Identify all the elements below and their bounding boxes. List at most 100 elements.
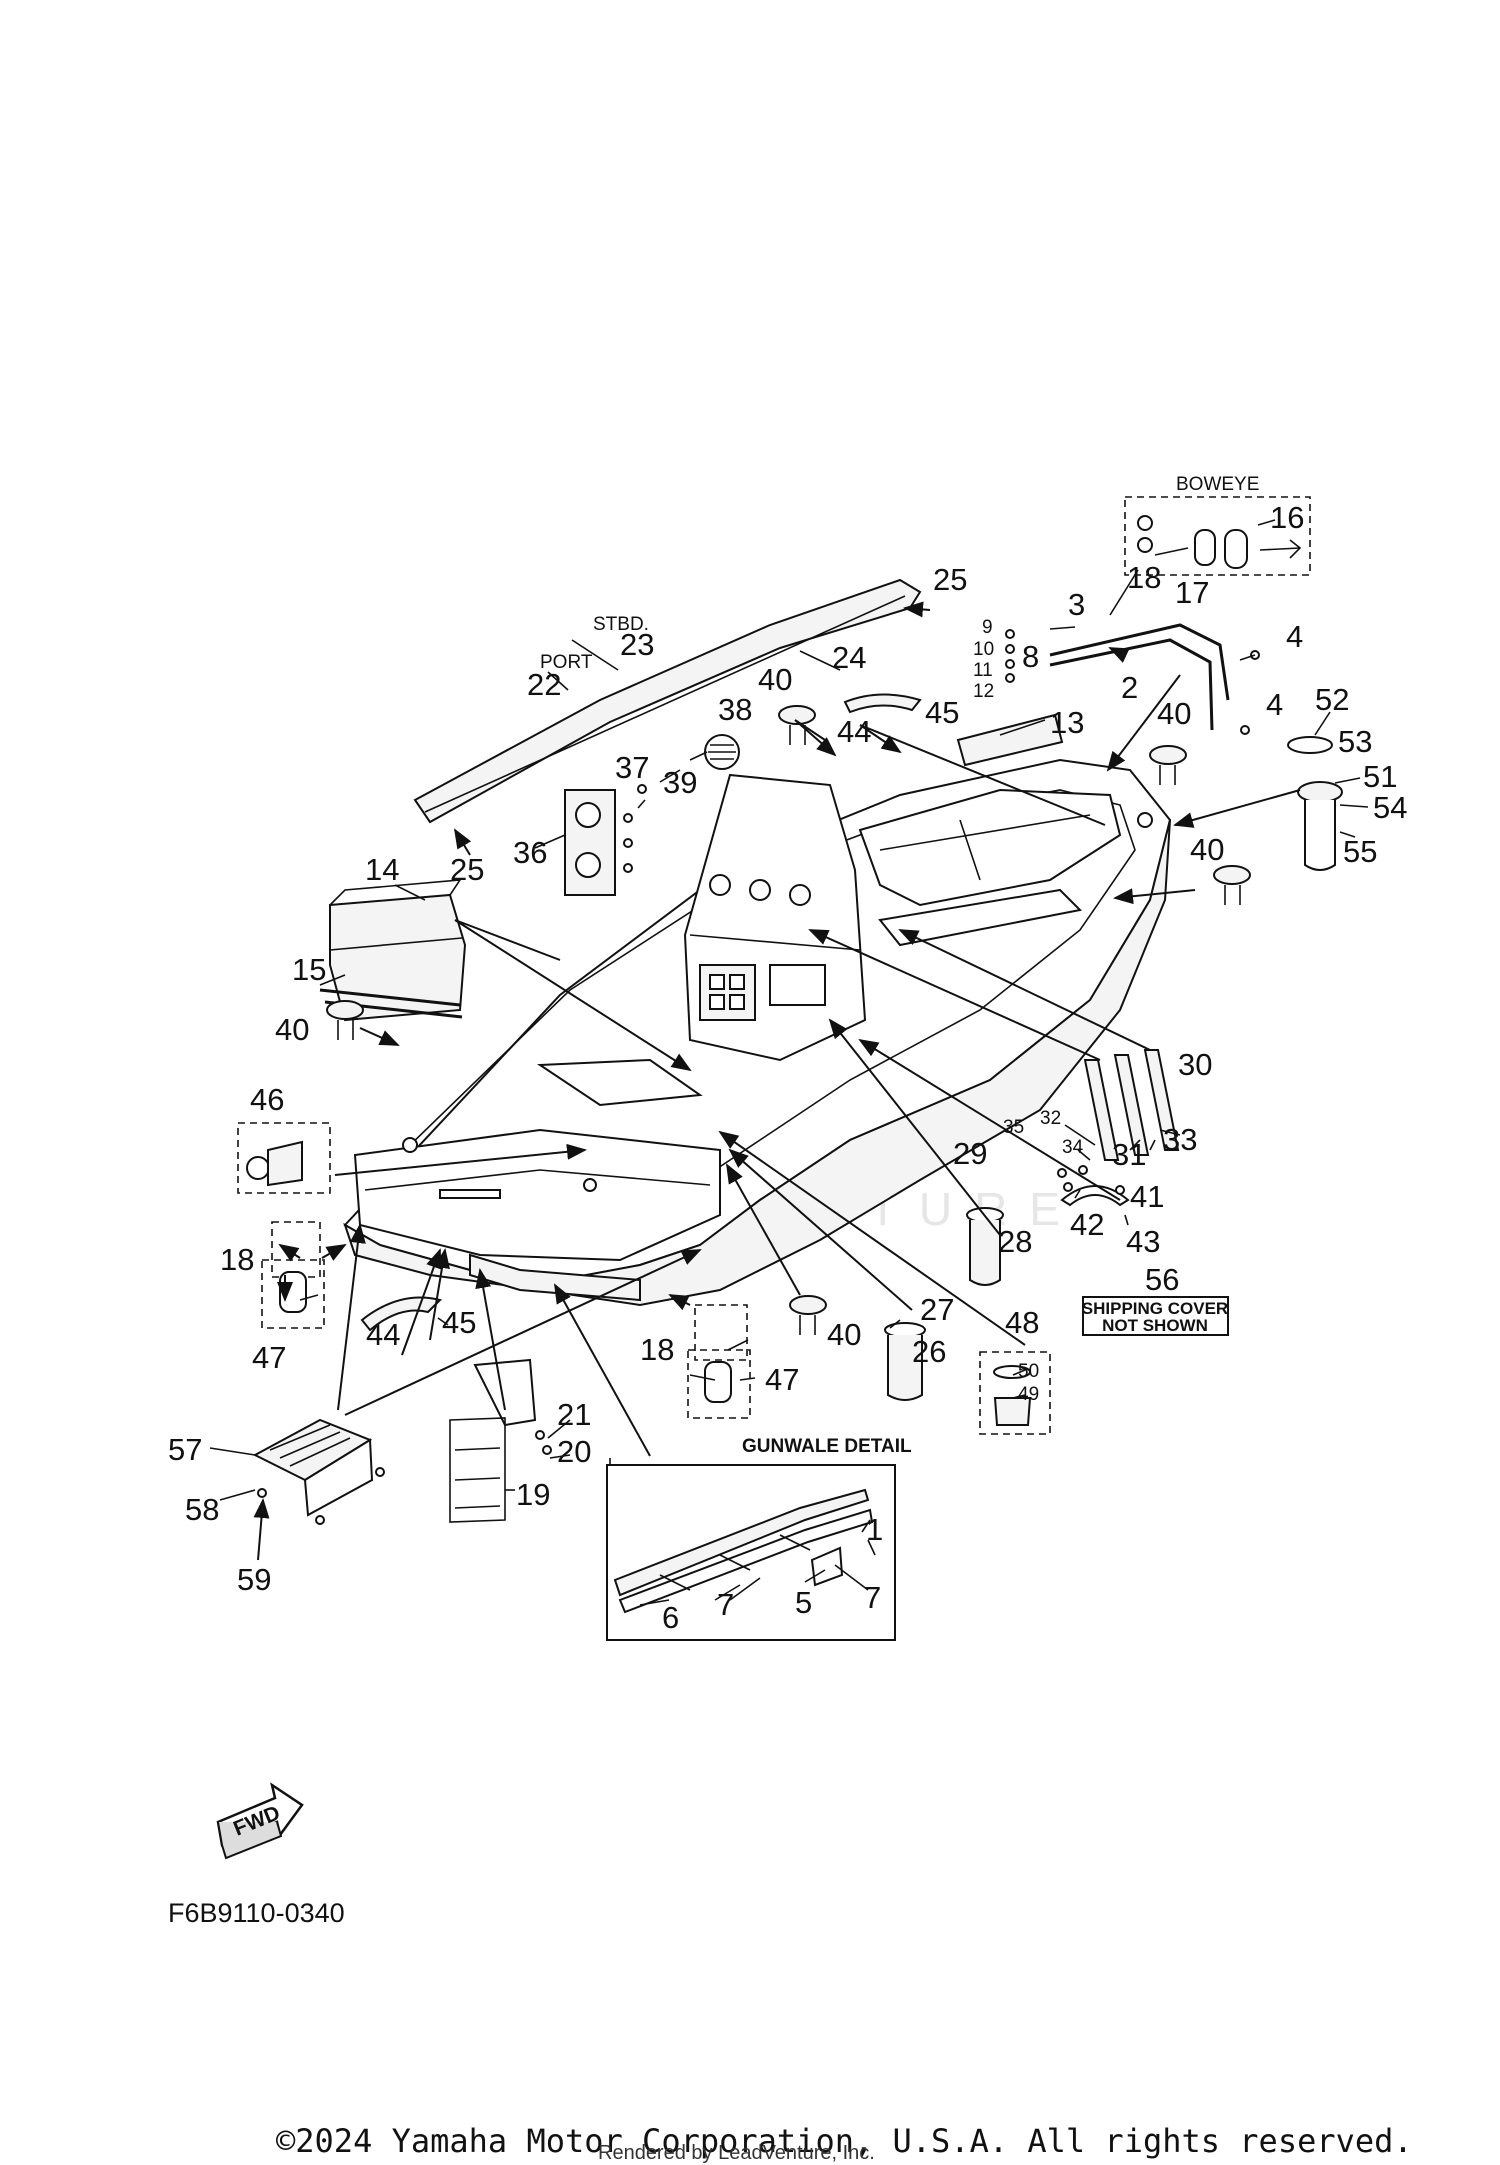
callout-25b: 25 [450,852,484,887]
rendered-by-notice: Rendered by LeadVenture, Inc. [598,2142,875,2164]
callout-58: 58 [185,1492,219,1527]
callout-43: 43 [1126,1224,1160,1259]
callout-4a: 4 [1286,619,1303,654]
rod-holders [1083,1049,1180,1161]
callout-40d: 40 [275,1012,309,1047]
filler-assembly [1287,736,1343,871]
bracket [1060,1185,1130,1207]
callout-40a: 40 [758,662,792,697]
callout-57: 57 [168,1432,202,1467]
shipping-cover-note: SHIPPING COVER NOT SHOWN [1082,1296,1229,1336]
callout-31: 31 [1112,1137,1146,1172]
callout-37: 37 [615,750,649,785]
callout-16: 16 [1270,500,1304,535]
callout-9: 9 [982,617,993,638]
callout-18b: 18 [220,1242,254,1277]
callout-39: 39 [663,765,697,800]
callout-45b: 45 [442,1305,476,1340]
callout-23: 23 [620,627,654,662]
callout-53: 53 [1338,724,1372,759]
step-pad-bow [843,693,922,714]
engine-hatch [956,713,1064,767]
label-boweye: BOWEYE [1176,474,1259,495]
callout-20: 20 [557,1434,591,1469]
callout-59: 59 [237,1562,271,1597]
callout-55: 55 [1343,834,1377,869]
boarding-ladder [449,1358,537,1523]
gunwale-detail-inset [606,1464,896,1641]
callout-30: 30 [1178,1047,1212,1082]
vent-grill [704,734,740,770]
callout-35: 35 [1003,1117,1024,1138]
copyright-notice: ©2024 Yamaha Motor Corporation, U.S.A. A… [276,2122,1413,2160]
callout-24: 24 [832,640,866,675]
callout-17: 17 [1175,575,1209,610]
callout-11: 11 [973,660,993,681]
boat-hull [343,758,1172,1307]
callout-33: 33 [1163,1122,1197,1157]
callout-52: 52 [1315,682,1349,717]
cleat-group [326,705,1251,1335]
latch-assembly-port [261,1221,325,1329]
latch-assembly-stbd [687,1304,751,1419]
callout-40e: 40 [827,1317,861,1352]
callout-18c: 18 [640,1332,674,1367]
callout-28: 28 [998,1224,1032,1259]
callout-8: 8 [1022,639,1039,674]
callout-56: 56 [1145,1262,1179,1297]
callout-47a: 47 [252,1340,286,1375]
callout-36: 36 [513,835,547,870]
callout-10: 10 [973,639,994,660]
callout-7b: 7 [864,1580,881,1615]
fwd-arrow-icon: FWD [216,1782,304,1860]
callout-4b: 4 [1266,687,1283,722]
callout-41: 41 [1130,1179,1164,1214]
callout-54: 54 [1373,790,1407,825]
callout-44a: 44 [837,714,871,749]
swim-step [252,1418,374,1517]
callout-3: 3 [1068,587,1085,622]
fasteners [257,629,1260,1525]
plug-assembly [237,1122,331,1194]
callout-32: 32 [1040,1108,1061,1129]
drain-assembly [979,1351,1051,1435]
callout-51: 51 [1363,759,1397,794]
callout-29: 29 [953,1136,987,1171]
storage-box [329,879,467,1022]
svg-text:SHIPPING COVER: SHIPPING COVER [1082,1299,1228,1318]
callout-7a: 7 [717,1587,734,1622]
callout-numbers: 1 2 3 4 4 5 6 7 7 8 9 10 11 12 13 14 15 … [168,500,1407,1635]
gunwale-rail [413,578,922,824]
svg-text:NOT SHOWN: NOT SHOWN [1102,1316,1208,1335]
callout-40c: 40 [1190,832,1224,867]
callout-44b: 44 [366,1317,400,1352]
callout-2: 2 [1121,670,1138,705]
callout-48: 48 [1005,1305,1039,1340]
callout-47b: 47 [765,1362,799,1397]
callout-34: 34 [1062,1137,1084,1158]
callout-26: 26 [912,1334,946,1369]
label-port: PORT [540,652,593,673]
callout-22: 22 [527,667,561,702]
callout-1: 1 [866,1512,883,1547]
cup-holders [884,1207,1004,1401]
diagram-code: F6B9110-0340 [168,1898,345,1928]
callout-21: 21 [557,1397,591,1432]
hatch-plate [564,789,616,896]
boweye-assembly [1124,496,1311,576]
callout-46: 46 [250,1082,284,1117]
callout-49: 49 [1018,1384,1039,1405]
callout-42: 42 [1070,1207,1104,1242]
callout-50: 50 [1018,1361,1039,1382]
callout-5: 5 [795,1585,812,1620]
callout-19: 19 [516,1477,550,1512]
callout-15: 15 [292,952,326,987]
callout-25a: 25 [933,562,967,597]
label-stbd: STBD. [593,614,649,635]
callout-40b: 40 [1157,696,1191,731]
callout-18a: 18 [1127,560,1161,595]
callout-45a: 45 [925,695,959,730]
callout-6: 6 [662,1600,679,1635]
callout-12: 12 [973,681,994,702]
